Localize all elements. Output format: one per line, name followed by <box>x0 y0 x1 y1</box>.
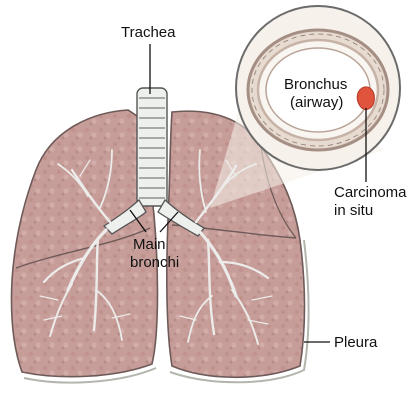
carcinoma-in-situ-marker <box>357 87 374 110</box>
label-pleura: Pleura <box>334 334 377 351</box>
label-bronchi: bronchi <box>130 254 179 271</box>
label-airway: (airway) <box>290 94 343 111</box>
label-trachea: Trachea <box>121 24 175 41</box>
label-main: Main <box>133 236 166 253</box>
label-carcinoma: Carcinoma <box>334 184 407 201</box>
label-bronchus: Bronchus <box>284 76 347 93</box>
trachea <box>137 88 167 206</box>
label-in-situ: in situ <box>334 202 373 219</box>
